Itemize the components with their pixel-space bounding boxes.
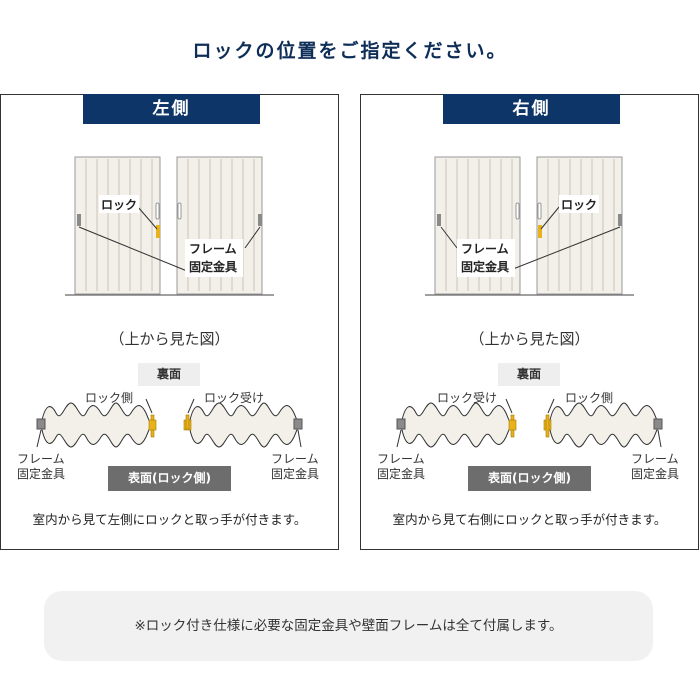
lock-label: ロック bbox=[101, 198, 137, 212]
panel-description: 室内から見て右側にロックと取っ手が付きます。 bbox=[392, 512, 667, 527]
panel-description: 室内から見て左側にロックと取っ手が付きます。 bbox=[32, 512, 307, 527]
page-title: ロックの位置をご指定ください。 bbox=[192, 40, 508, 62]
lock-side-label: ロック側 bbox=[565, 391, 614, 405]
top-view-caption: （上から見た図） bbox=[469, 330, 590, 348]
option-right-panel[interactable]: 右側 ロック フレーム 固定金具 （上から見た図） 裏面 bbox=[360, 94, 699, 550]
lock-receiver-label: ロック受け bbox=[437, 391, 498, 405]
top-view-diagram bbox=[396, 398, 663, 448]
panel-heading-right: 右側 bbox=[443, 94, 620, 124]
accessories-note: ※ロック付き仕様に必要な固定金具や壁面フレームは全て付属します。 bbox=[44, 591, 653, 661]
lock-side-label: ロック側 bbox=[85, 391, 134, 405]
lock-label: ロック bbox=[561, 198, 597, 212]
panel-heading-left: 左側 bbox=[83, 94, 260, 124]
svg-text:固定金具: 固定金具 bbox=[461, 259, 509, 274]
door-front-illustration: ロック フレーム 固定金具 bbox=[65, 156, 274, 296]
option-left-panel[interactable]: 左側 ロック フレーム 固定金具 （上から見た図） 裏面 bbox=[0, 94, 339, 550]
lock-receiver-label: ロック受け bbox=[204, 391, 265, 405]
svg-text:固定金具: 固定金具 bbox=[189, 259, 237, 274]
frame-fitting-right-label: フレーム固定金具 bbox=[271, 452, 320, 481]
back-side-label: 裏面 bbox=[138, 363, 200, 386]
top-view-diagram bbox=[36, 398, 303, 448]
front-side-label: 表面(ロック側) bbox=[468, 466, 591, 491]
frame-fitting-label: フレーム bbox=[189, 242, 237, 256]
top-view-caption: （上から見た図） bbox=[109, 330, 230, 348]
back-side-label: 裏面 bbox=[498, 363, 560, 386]
frame-fitting-label: フレーム bbox=[461, 242, 509, 256]
frame-fitting-left-label: フレーム固定金具 bbox=[17, 452, 66, 481]
frame-fitting-right-label: フレーム固定金具 bbox=[631, 452, 680, 481]
door-front-illustration: ロック フレーム 固定金具 bbox=[425, 156, 634, 296]
frame-fitting-left-label: フレーム固定金具 bbox=[377, 452, 426, 481]
front-side-label: 表面(ロック側) bbox=[108, 466, 231, 491]
